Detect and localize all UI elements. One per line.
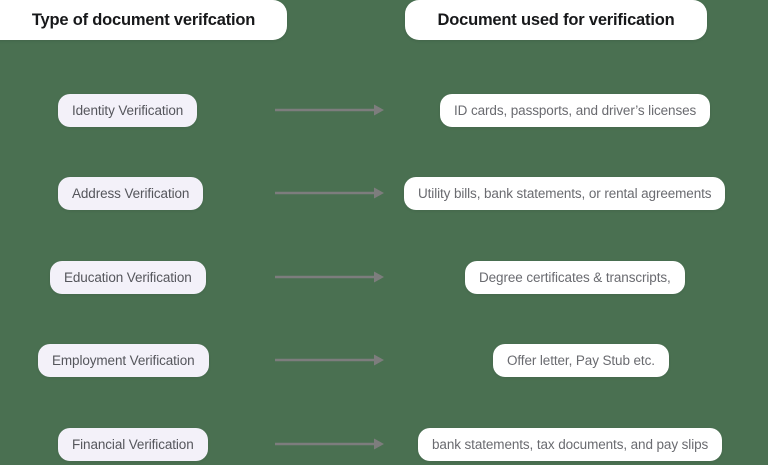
left-item-address-verification[interactable]: Address Verification — [58, 177, 204, 210]
left-item-education-verification[interactable]: Education Verification — [50, 261, 206, 294]
right-item-label: ID cards, passports, and driver’s licens… — [454, 103, 697, 118]
left-item-financial-verification[interactable]: Financial Verification — [58, 428, 208, 461]
left-item-label: Financial Verification — [72, 437, 194, 452]
header-left-label: Type of document verifcation — [31, 10, 256, 29]
header-right-column: Document used for verification — [405, 0, 707, 40]
left-item-identity-verification[interactable]: Identity Verification — [58, 94, 198, 127]
header-right-label: Document used for verification — [437, 10, 675, 29]
left-item-label: Address Verification — [72, 186, 190, 201]
right-item-label: Utility bills, bank statements, or renta… — [418, 186, 712, 201]
left-item-label: Identity Verification — [72, 103, 184, 118]
right-item-label: bank statements, tax documents, and pay … — [432, 437, 709, 452]
right-item-label: Degree certificates & transcripts, — [479, 270, 671, 285]
left-item-label: Employment Verification — [52, 353, 195, 368]
header-left-column: Type of document verifcation — [0, 0, 287, 40]
left-item-label: Education Verification — [64, 270, 192, 285]
arrow-right-icon — [275, 270, 385, 284]
right-item-identity-documents[interactable]: ID cards, passports, and driver’s licens… — [440, 94, 711, 127]
right-item-employment-documents[interactable]: Offer letter, Pay Stub etc. — [493, 344, 669, 377]
left-item-employment-verification[interactable]: Employment Verification — [38, 344, 209, 377]
right-item-education-documents[interactable]: Degree certificates & transcripts, — [465, 261, 685, 294]
arrow-right-icon — [275, 437, 385, 451]
right-item-label: Offer letter, Pay Stub etc. — [507, 353, 655, 368]
right-item-address-documents[interactable]: Utility bills, bank statements, or renta… — [404, 177, 726, 210]
right-item-financial-documents[interactable]: bank statements, tax documents, and pay … — [418, 428, 723, 461]
arrow-right-icon — [275, 353, 385, 367]
arrow-right-icon — [275, 103, 385, 117]
arrow-right-icon — [275, 186, 385, 200]
